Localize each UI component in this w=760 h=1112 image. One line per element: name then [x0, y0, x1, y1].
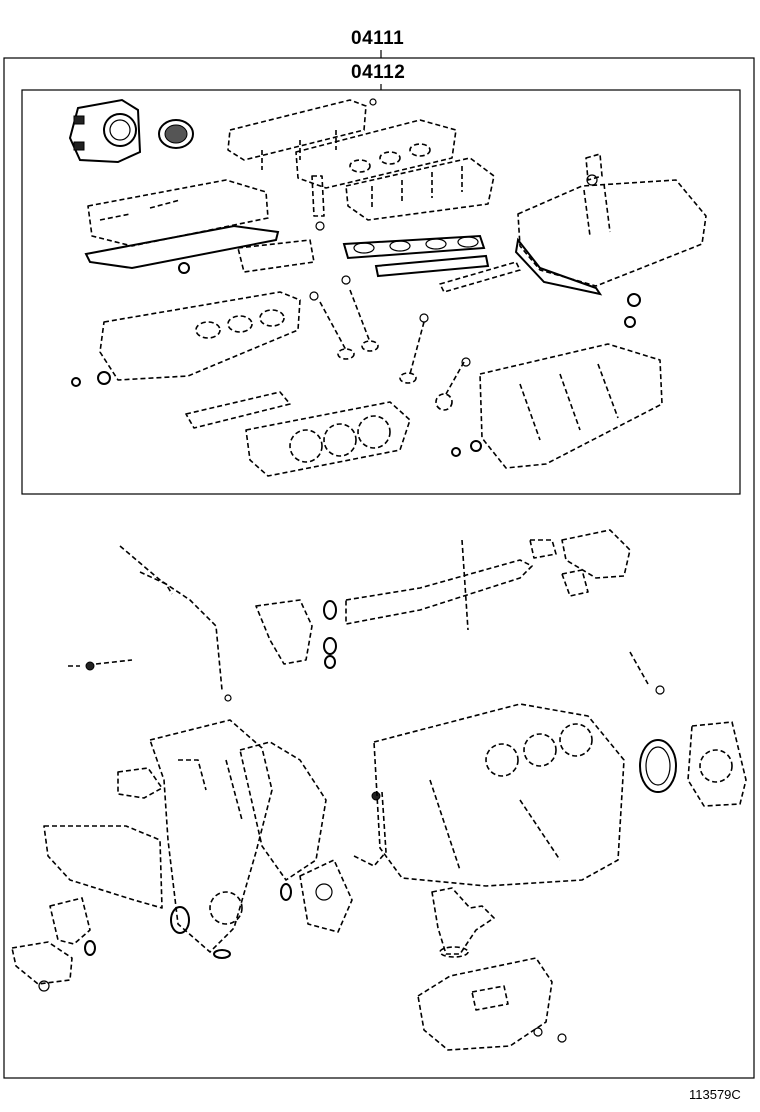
cylinder-block[interactable]: [373, 703, 625, 887]
valve-set[interactable]: [319, 289, 465, 411]
camshaft-oil-seal[interactable]: [71, 262, 641, 457]
exhaust-gasket-left[interactable]: [237, 239, 315, 273]
oil-pan[interactable]: [417, 957, 553, 1051]
throttle-gasket[interactable]: [439, 261, 521, 293]
timing-chain-cover[interactable]: [149, 719, 273, 953]
intake-plenum[interactable]: [295, 119, 457, 189]
oil-level-sensor[interactable]: [353, 791, 387, 867]
manifold-gasket-set[interactable]: [342, 234, 490, 278]
water-pump[interactable]: [239, 741, 327, 881]
oil-dipstick-guide[interactable]: [119, 545, 232, 702]
cylinder-head-cover-left[interactable]: [87, 179, 269, 247]
cylinder-head-right[interactable]: [479, 343, 663, 469]
water-inlet-housing[interactable]: [255, 599, 337, 669]
fuel-injector[interactable]: [311, 175, 325, 231]
drain-plug-gasket[interactable]: [533, 1027, 567, 1043]
bolt-stud[interactable]: [68, 651, 665, 695]
cylinder-head-gasket[interactable]: [245, 401, 411, 477]
kit-number-inner[interactable]: 04112: [351, 62, 406, 83]
rear-oil-seal-retainer[interactable]: [687, 721, 747, 807]
oil-cooler[interactable]: [11, 941, 73, 992]
oil-filter[interactable]: [49, 897, 96, 956]
oil-pump[interactable]: [280, 859, 353, 933]
front-crankshaft-seal[interactable]: [170, 906, 231, 959]
intake-manifold-upper[interactable]: [227, 98, 377, 170]
timing-cover-gasket[interactable]: [43, 767, 163, 909]
throttle-body[interactable]: [68, 98, 142, 164]
rear-oil-seal[interactable]: [639, 739, 677, 793]
air-filter-element[interactable]: [158, 119, 194, 149]
oil-filler-cap[interactable]: [585, 153, 603, 186]
inner-kit-frame: [21, 89, 741, 495]
cylinder-head-gasket-small[interactable]: [185, 391, 291, 429]
valve-stem-seal[interactable]: [309, 275, 471, 367]
illustration-id: 113579C: [689, 1087, 741, 1102]
head-cover-gasket[interactable]: [84, 224, 280, 270]
intake-manifold-lower[interactable]: [345, 157, 495, 221]
outer-kit-frame: [3, 57, 755, 1079]
water-outlet[interactable]: [529, 529, 631, 597]
oil-strainer[interactable]: [431, 887, 495, 958]
water-inlet-pipe[interactable]: [323, 539, 533, 631]
cylinder-head-cover-right[interactable]: [514, 179, 707, 296]
cylinder-head-left[interactable]: [99, 291, 301, 381]
kit-number-outer[interactable]: 04111: [351, 28, 405, 49]
